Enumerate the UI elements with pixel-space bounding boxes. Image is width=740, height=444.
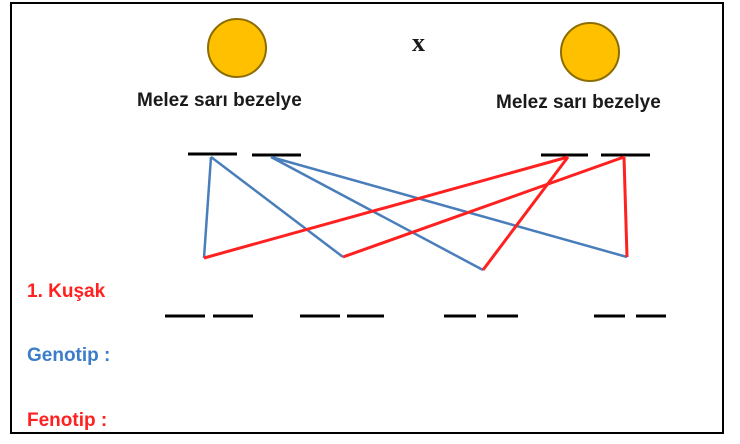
phenotype-label: Fenotip :: [27, 410, 108, 431]
cross-symbol: x: [412, 28, 425, 57]
red-cross-line: [622, 156, 629, 258]
blue-cross-line: [270, 155, 628, 259]
genotype-label: Genotip :: [27, 345, 111, 366]
blue-cross-line: [202, 156, 213, 259]
parent-2-pea-icon: [560, 22, 620, 82]
generation-label: 1. Kuşak: [27, 281, 106, 302]
parent-1-label: Melez sarı bezelye: [137, 90, 302, 111]
red-cross-line: [203, 155, 569, 260]
parent-1-pea-icon: [207, 18, 267, 78]
blue-cross-line: [270, 155, 484, 272]
red-cross-line: [342, 155, 625, 259]
parent-2-label: Melez sarı bezelye: [496, 92, 661, 113]
blue-cross-line: [210, 156, 344, 258]
red-cross-line: [481, 156, 570, 271]
